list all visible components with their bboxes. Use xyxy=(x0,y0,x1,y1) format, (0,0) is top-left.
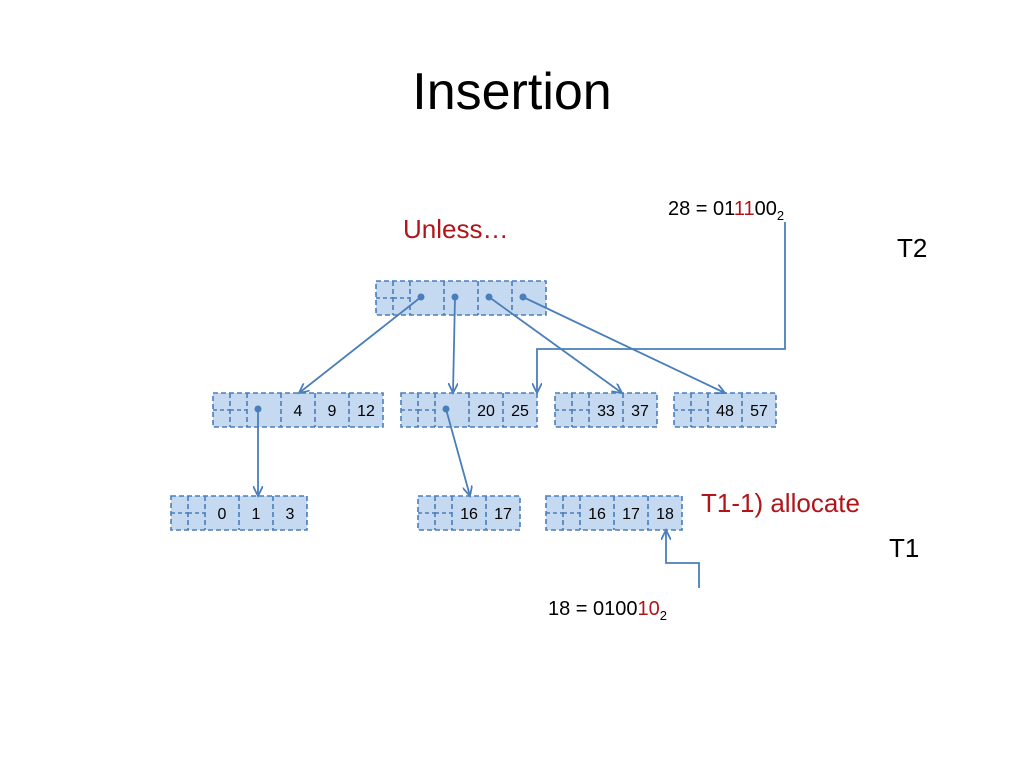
pointer-arrow xyxy=(299,296,422,393)
node-box xyxy=(212,392,384,428)
binary-18-highlight: 10 xyxy=(637,598,660,620)
key-value: 3 xyxy=(286,506,295,523)
node-level1_a: 4 9 12 xyxy=(212,392,384,428)
binary-28-base: 2 xyxy=(776,208,785,223)
page-title: Insertion xyxy=(412,63,612,121)
binary-28-label: 28 = 0111002 xyxy=(668,198,784,223)
key-value: 1 xyxy=(252,506,261,523)
binary-18-prefix: 18 = 0100 xyxy=(548,598,638,620)
key-value: 9 xyxy=(328,403,337,420)
node-leaf_c: 16 17 18 xyxy=(545,495,683,531)
node-leaf_a: 0 1 3 xyxy=(170,495,308,531)
pointer-arrow xyxy=(488,296,622,393)
insert-path-18-arrow xyxy=(666,530,700,588)
key-value: 16 xyxy=(460,506,478,523)
key-value: 57 xyxy=(750,403,768,420)
key-value: 17 xyxy=(622,506,640,523)
t2-label: T2 xyxy=(897,233,928,263)
binary-28-highlight: 11 xyxy=(733,198,755,220)
key-value: 48 xyxy=(716,403,734,420)
binary-18-label: 18 = 0100102 xyxy=(548,598,667,623)
key-value: 4 xyxy=(294,403,303,420)
node-level1_c: 33 37 xyxy=(554,392,658,428)
key-value: 0 xyxy=(218,506,227,523)
insert-path-28-arrow xyxy=(537,222,786,393)
key-value: 25 xyxy=(511,403,529,420)
key-value: 33 xyxy=(597,403,615,420)
key-value: 16 xyxy=(588,506,606,523)
arrows-layer xyxy=(258,222,786,588)
key-value: 20 xyxy=(477,403,495,420)
allocate-note: T1-1) allocate xyxy=(701,488,860,518)
binary-18-base: 2 xyxy=(659,608,668,623)
key-value: 18 xyxy=(656,506,674,523)
t1-label: T1 xyxy=(889,533,920,563)
key-value: 12 xyxy=(357,403,375,420)
key-value: 17 xyxy=(494,506,512,523)
pointer-arrow xyxy=(522,296,725,393)
binary-28-suffix: 00 xyxy=(754,198,777,220)
pointer-arrow xyxy=(453,296,455,393)
node-level1_d: 48 57 xyxy=(673,392,777,428)
binary-28-prefix: 28 = 01 xyxy=(668,198,734,220)
unless-note: Unless… xyxy=(403,214,509,244)
pointer-arrow xyxy=(445,408,470,496)
node-root xyxy=(375,280,547,316)
key-value: 37 xyxy=(631,403,649,420)
